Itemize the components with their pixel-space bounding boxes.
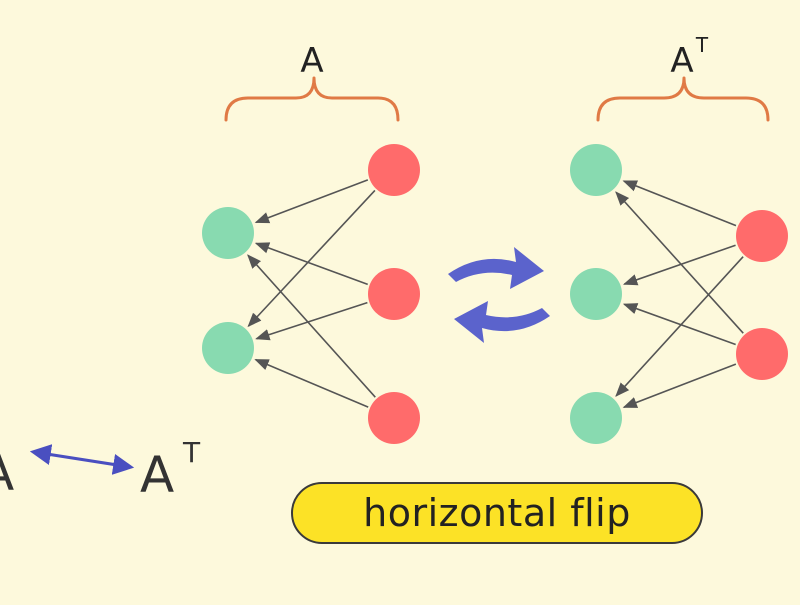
left-matrix-brace (224, 76, 400, 122)
right-target-node-t2 (570, 268, 622, 320)
relation-left-label: A (0, 444, 14, 502)
left-source-node-s3 (368, 392, 420, 444)
left-source-node-s2 (368, 268, 420, 320)
left-edge-s3-t2 (254, 358, 369, 408)
left-edge-s1-t2 (247, 189, 376, 328)
right-edge-s1-t3 (615, 256, 744, 397)
left-matrix-label: A (300, 41, 323, 81)
left-graph-nodes (202, 144, 420, 444)
right-matrix-brace (596, 76, 770, 122)
right-graph-nodes (570, 144, 788, 444)
right-edge-s2-t2 (622, 303, 736, 346)
right-matrix-superscript: T (695, 33, 709, 57)
left-edge-s2-t1 (254, 242, 368, 286)
right-graph-edges (615, 180, 744, 408)
left-edge-s1-t1 (254, 179, 369, 224)
relation-right-superscript: T (182, 436, 201, 469)
relation-arrow (29, 444, 135, 475)
left-target-node-t2 (202, 322, 254, 374)
right-matrix-label: A (670, 41, 693, 81)
right-target-node-t3 (570, 392, 622, 444)
horizontal-flip-badge: horizontal flip (291, 482, 703, 544)
relation-right-label: A (140, 446, 174, 504)
right-target-node-t1 (570, 144, 622, 196)
left-edge-s2-t2 (255, 301, 368, 341)
flip-arrow-bottom (454, 301, 550, 343)
right-edge-s2-t3 (622, 363, 737, 408)
left-target-node-t1 (202, 207, 254, 259)
right-source-node-s1 (736, 210, 788, 262)
right-edge-s2-t1 (615, 191, 744, 334)
left-edge-s3-t1 (247, 254, 376, 398)
right-edge-s1-t2 (622, 244, 736, 286)
left-source-node-s1 (368, 144, 420, 196)
horizontal-flip-label: horizontal flip (363, 491, 631, 535)
flip-arrows-icon (448, 247, 550, 343)
left-graph-edges (247, 179, 376, 408)
flip-arrow-top (448, 247, 544, 289)
right-source-node-s2 (736, 328, 788, 380)
right-edge-s1-t1 (622, 180, 737, 227)
